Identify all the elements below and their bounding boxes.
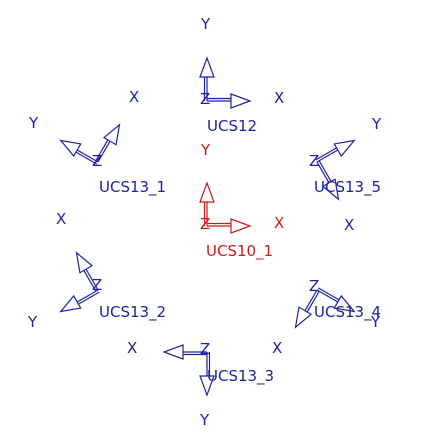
ucs13-5-y-label: Y [371,115,382,133]
ucs13-2-y-label: Y [27,313,38,331]
ucs13-1-icon[interactable]: Y X Z UCS13_1 [28,88,166,197]
ucs13-5-icon[interactable]: Y X Z UCS13_5 [309,115,382,234]
ucs13-5-x-label: X [344,216,354,234]
ucs12-z-label: Z [200,90,210,108]
ucs13-4-x-label: X [272,339,282,357]
ucs13-3-z-label: Z [200,340,210,358]
ucs10-1-y-label: Y [200,141,211,159]
ucs13-1-z-label: Z [92,152,102,170]
ucs12-name-label: UCS12 [207,117,257,135]
ucs13-3-icon[interactable]: Y X Z UCS13_3 [127,339,274,429]
ucs13-2-icon[interactable]: Y X Z UCS13_2 [27,210,166,331]
ucs13-2-name-label: UCS13_2 [99,303,166,322]
ucs10-1-z-label: Z [200,215,210,233]
ucs13-3-name-label: UCS13_3 [207,367,274,386]
ucs13-4-icon[interactable]: Y X Z UCS13_4 [272,277,381,357]
ucs10-1-name-label: UCS10_1 [206,242,273,261]
ucs10-1-icon[interactable]: Y X Z UCS10_1 [199,141,284,261]
ucs13-4-name-label: UCS13_4 [314,303,381,322]
ucs13-1-x-label: X [129,88,139,106]
ucs12-x-label: X [274,89,284,107]
ucs10-1-x-label: X [274,214,284,232]
ucs12-y-label: Y [200,15,211,33]
ucs13-5-z-label: Z [309,152,319,170]
ucs13-2-z-label: Z [92,276,102,294]
ucs13-3-x-label: X [127,339,137,357]
ucs13-5-name-label: UCS13_5 [314,178,381,197]
ucs12-icon[interactable]: Y X Z UCS12 [199,15,284,135]
ucs13-4-y-label: Y [370,313,381,331]
ucs13-1-name-label: UCS13_1 [99,178,166,197]
ucs13-4-z-label: Z [309,277,319,295]
ucs13-1-y-label: Y [28,114,39,132]
ucs10-1-x-axis-arrow [206,218,251,234]
ucs13-3-y-label: Y [199,411,210,429]
ucs12-x-axis-arrow [206,93,251,109]
ucs13-2-x-label: X [56,210,66,228]
